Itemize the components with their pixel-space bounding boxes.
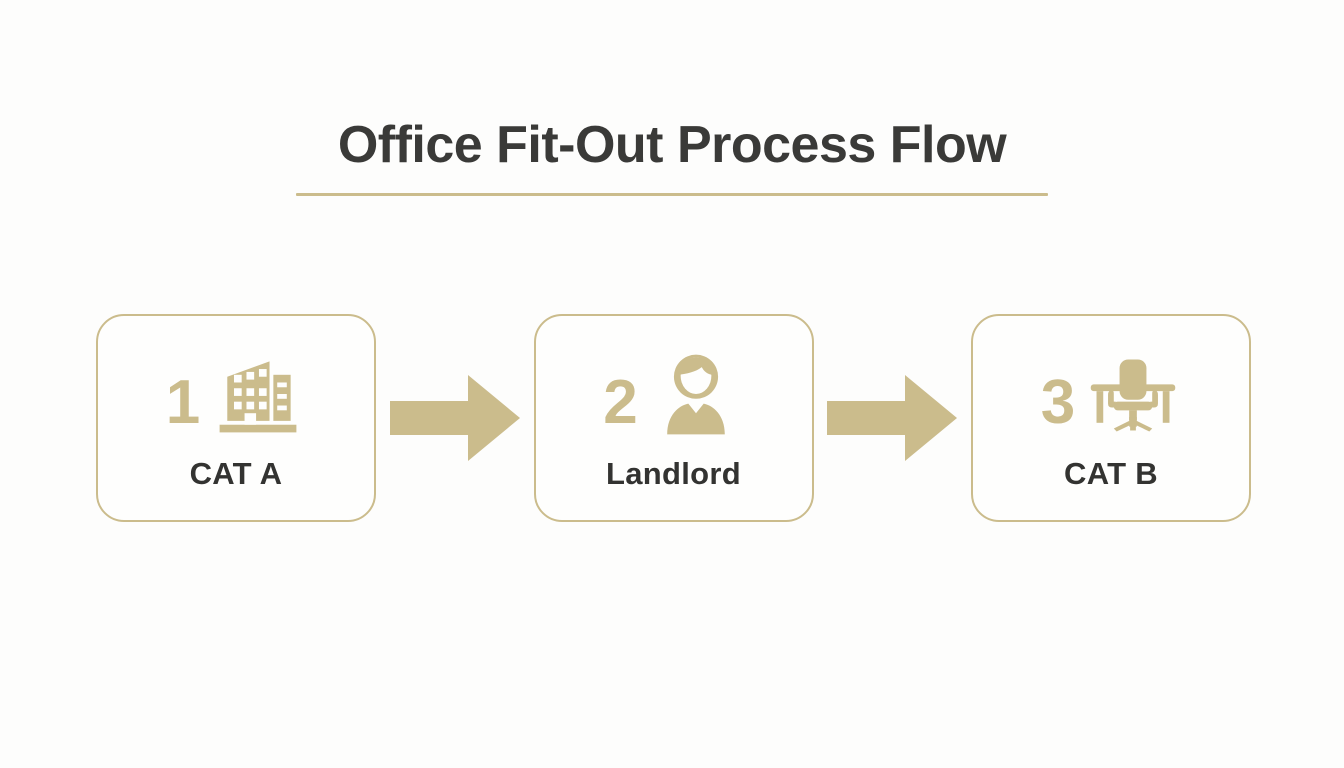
step-card-header: 1 [98, 344, 374, 444]
step-card-landlord[interactable]: 2 Landlord [533, 314, 814, 522]
step-label: CAT A [189, 456, 283, 491]
desk-chair-icon [1090, 359, 1176, 432]
page-title: Office Fit-Out Process Flow [337, 116, 1007, 174]
step-number: 1 [165, 368, 201, 437]
step-card-header: 3 [973, 344, 1249, 444]
step-label: CAT B [1064, 456, 1158, 491]
office-building-icon [219, 361, 297, 433]
step-number: 3 [1040, 368, 1076, 437]
step-number: 2 [603, 368, 638, 437]
person-icon [666, 354, 725, 435]
step-card-cat-b[interactable]: 3 [971, 314, 1251, 522]
arrow-right-icon [389, 375, 520, 461]
arrow-right-icon [827, 375, 958, 461]
step-card-cat-a[interactable]: 1 [96, 314, 376, 522]
step-card-header: 2 [536, 344, 812, 444]
step-label: Landlord [606, 456, 741, 491]
process-flow-row: 1 [96, 313, 1251, 523]
title-underline-rule [296, 192, 1048, 196]
title-block: Office Fit-Out Process Flow [0, 118, 1344, 196]
